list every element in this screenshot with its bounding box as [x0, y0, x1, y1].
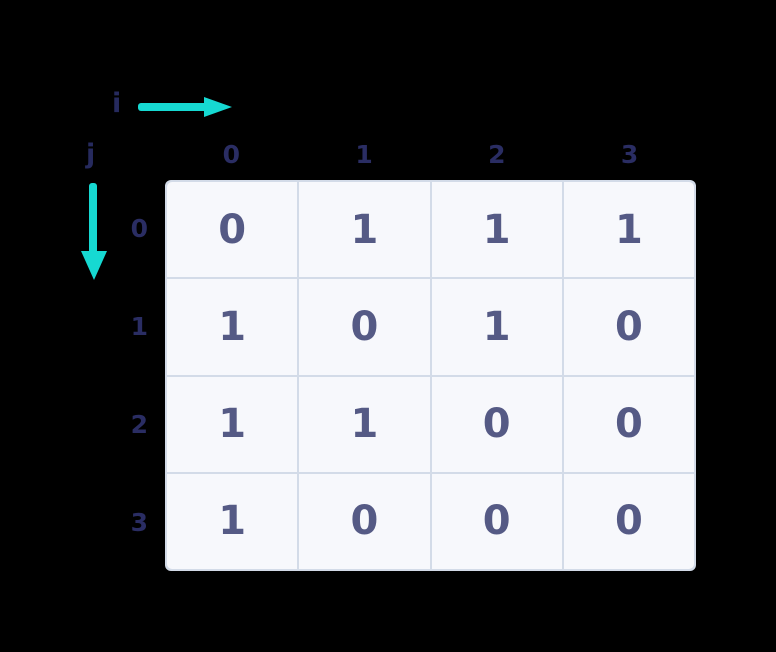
matrix-cell: 0: [299, 279, 430, 375]
column-header-1: 1: [355, 139, 373, 169]
row-header-2: 2: [130, 409, 148, 439]
matrix-cell: 0: [299, 473, 430, 569]
matrix-cell: 1: [167, 473, 298, 569]
matrix-cell: 0: [431, 376, 562, 472]
matrix-cell: 0: [563, 473, 694, 569]
table-row: 1 1 0 0: [167, 376, 694, 472]
table-row: 1 0 1 0: [167, 279, 694, 375]
matrix-cell: 0: [563, 279, 694, 375]
row-header-3: 3: [130, 507, 148, 537]
column-header-3: 3: [620, 139, 639, 169]
column-header-0: 0: [222, 139, 241, 169]
matrix-cell: 0: [167, 182, 298, 278]
matrix-cell: 1: [431, 279, 562, 375]
table-row: 1 0 0 0: [167, 473, 694, 569]
arrow-right-icon: [138, 97, 232, 117]
column-header-2: 2: [488, 139, 506, 169]
matrix-cell: 1: [563, 182, 694, 278]
matrix-cell: 1: [167, 279, 298, 375]
arrow-down-icon: [81, 183, 107, 280]
matrix-cell: 0: [563, 376, 694, 472]
row-header-column: 0 1 2 3: [112, 180, 154, 571]
row-header-0: 0: [130, 214, 148, 244]
matrix-cell: 1: [299, 376, 430, 472]
axis-label-j: j: [86, 139, 96, 170]
matrix-grid: 0 1 1 1 1 0 1 0 1 1 0 0 1 0 0 0: [165, 180, 696, 571]
matrix-cell: 1: [167, 376, 298, 472]
matrix-cell: 1: [431, 182, 562, 278]
column-header-row: 0 1 2 3: [165, 136, 696, 172]
matrix-cell: 1: [299, 182, 430, 278]
table-row: 0 1 1 1: [167, 182, 694, 278]
axis-label-i: i: [112, 88, 122, 119]
row-header-1: 1: [130, 312, 148, 342]
matrix-cell: 0: [431, 473, 562, 569]
